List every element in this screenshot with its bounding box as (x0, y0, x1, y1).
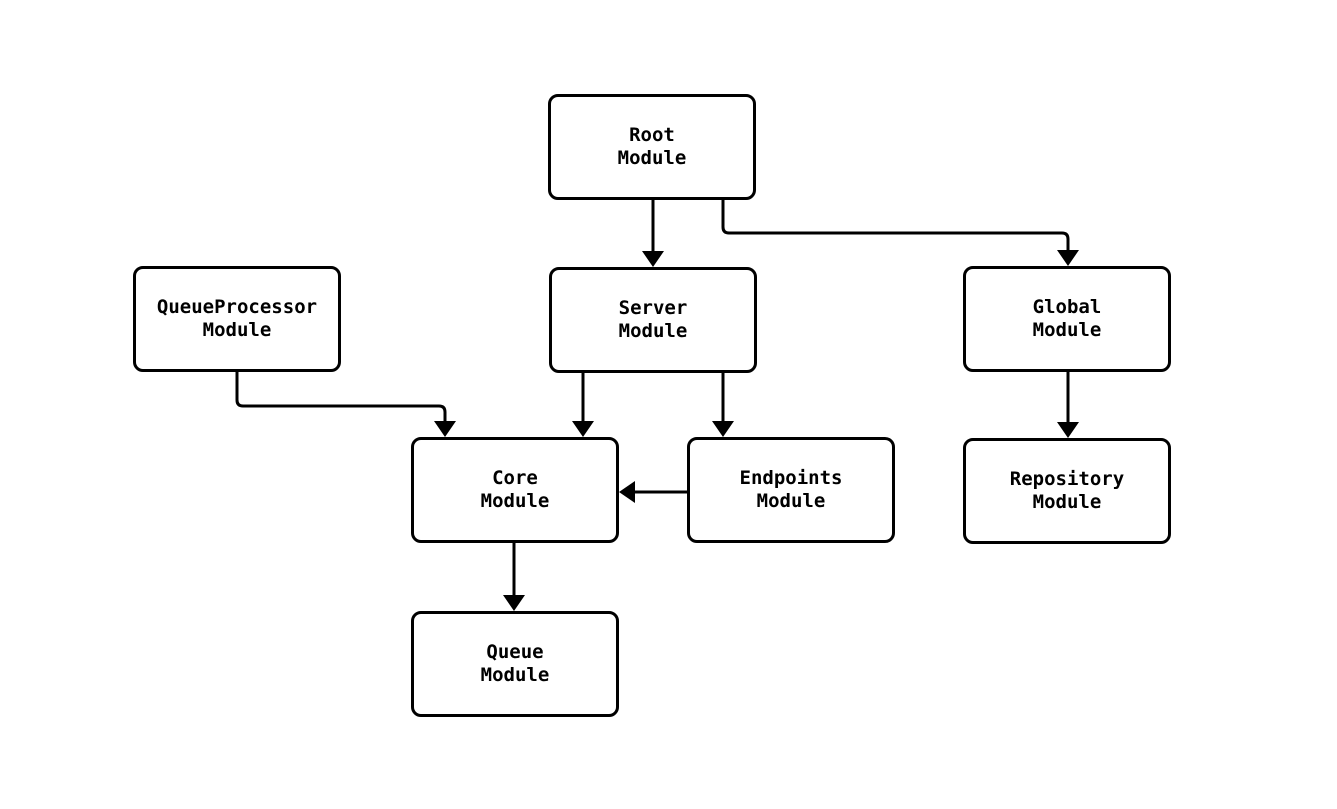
node-label: Endpoints (739, 467, 843, 489)
node-label: Module (756, 490, 826, 512)
node-label: Core (492, 467, 538, 489)
node-repository-module: Repository Module (963, 438, 1171, 544)
node-label: Global (1032, 296, 1102, 318)
node-endpoints-module: Endpoints Module (687, 437, 895, 543)
node-label: Module (617, 147, 687, 169)
node-label: Module (202, 319, 272, 341)
node-root-module: Root Module (548, 94, 756, 200)
node-label: Repository (1009, 468, 1125, 490)
edge-core-to-queue (503, 543, 525, 611)
node-label: Server (618, 297, 688, 319)
arrowhead-down-icon (712, 421, 734, 437)
node-label: QueueProcessor (156, 296, 318, 318)
edge-global-to-repository (1057, 372, 1079, 438)
arrowhead-down-icon (503, 595, 525, 611)
node-global-module: Global Module (963, 266, 1171, 372)
edge-root-to-server (642, 198, 664, 267)
edge-endpoints-to-core (619, 481, 687, 503)
node-label: Module (1032, 491, 1102, 513)
node-label: Root (629, 124, 675, 146)
node-queue-module: Queue Module (411, 611, 619, 717)
node-queueprocessor-module: QueueProcessor Module (133, 266, 341, 372)
node-server-module: Server Module (549, 267, 757, 373)
arrowhead-down-icon (1057, 250, 1079, 266)
node-core-module: Core Module (411, 437, 619, 543)
edge-server-to-core (572, 372, 594, 437)
edge-root-to-global (721, 198, 1079, 266)
edge-queueprocessor-to-core (235, 372, 456, 437)
edge-server-to-endpoints (712, 372, 734, 437)
node-label: Module (618, 320, 688, 342)
arrowhead-down-icon (434, 421, 456, 437)
arrowhead-down-icon (572, 421, 594, 437)
arrowhead-down-icon (642, 251, 664, 267)
node-label: Module (1032, 319, 1102, 341)
node-label: Module (480, 664, 550, 686)
node-label: Queue (486, 641, 544, 663)
arrowhead-left-icon (619, 481, 635, 503)
node-label: Module (480, 490, 550, 512)
arrowhead-down-icon (1057, 422, 1079, 438)
